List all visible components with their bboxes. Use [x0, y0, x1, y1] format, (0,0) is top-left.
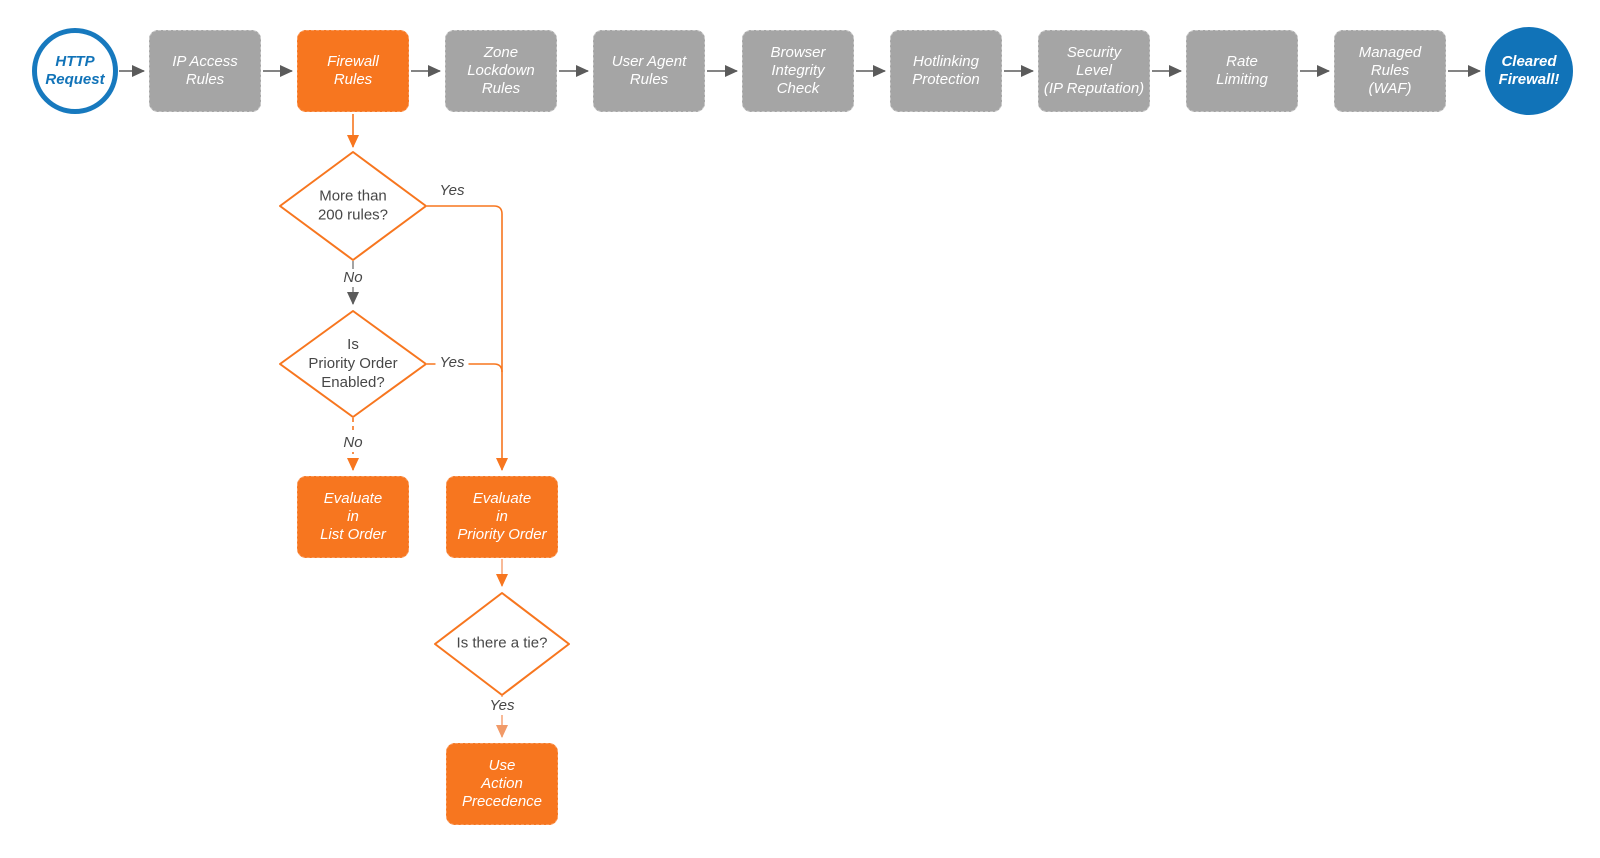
- edge-label-priority-enabled-no: No: [339, 434, 367, 452]
- diamond-rule-count: [279, 151, 427, 261]
- decision-priority-enabled-label: Is Priority Order Enabled?: [308, 335, 398, 391]
- diamond-priority-enabled: [279, 310, 427, 418]
- edge-label-rule-count-no: No: [339, 269, 367, 287]
- node-ip-access-rules: IP Access Rules: [149, 30, 261, 112]
- node-evaluate-priority-order: Evaluate in Priority Order: [446, 476, 558, 558]
- edge-label-priority-enabled-yes: Yes: [435, 354, 469, 372]
- edge-label-rule-count-yes: Yes: [435, 182, 469, 200]
- diamond-tie: [434, 592, 570, 696]
- edge-rule-count-yes: [427, 205, 508, 471]
- edge-priority-enabled-yes: [427, 363, 503, 373]
- node-user-agent-rules: User Agent Rules: [593, 30, 705, 112]
- edge-label-tie-yes: Yes: [485, 697, 519, 715]
- decision-rule-count-label: More than 200 rules?: [317, 187, 389, 223]
- node-zone-lockdown-rules: Zone Lockdown Rules: [445, 30, 557, 112]
- node-use-action-precedence: Use Action Precedence: [446, 743, 558, 825]
- node-rate-limiting: Rate Limiting: [1186, 30, 1298, 112]
- node-http-request: HTTP Request: [32, 28, 118, 114]
- node-browser-integrity-check: Browser Integrity Check: [742, 30, 854, 112]
- node-security-level: Security Level (IP Reputation): [1038, 30, 1150, 112]
- decision-tie-label: Is there a tie?: [456, 634, 548, 652]
- node-firewall-rules: Firewall Rules: [297, 30, 409, 112]
- node-cleared-firewall: Cleared Firewall!: [1485, 27, 1573, 115]
- node-managed-rules-waf: Managed Rules (WAF): [1334, 30, 1446, 112]
- node-evaluate-list-order: Evaluate in List Order: [297, 476, 409, 558]
- node-hotlinking-protection: Hotlinking Protection: [890, 30, 1002, 112]
